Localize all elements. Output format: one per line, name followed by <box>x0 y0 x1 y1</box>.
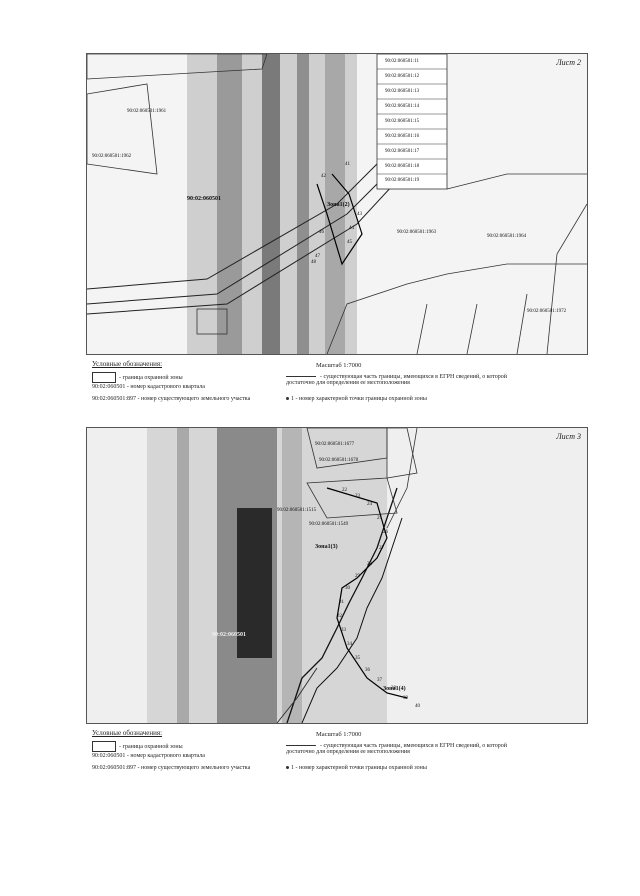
parcel-label: 90:02:060501:1549 <box>309 522 349 527</box>
point-swatch <box>286 766 289 770</box>
scale-label: Масштаб 1:7000 <box>316 362 362 369</box>
egrn-line-swatch <box>286 745 316 747</box>
block-label: 90:02:060501 <box>212 632 246 638</box>
boundary-point: 32 <box>337 614 342 619</box>
parcel-label: 90:02:060501:11 <box>385 59 419 64</box>
legend-item-block: 90:02:060501 - номер кадастрового кварта… <box>92 384 205 390</box>
legend-title: Условные обозначения: <box>92 360 163 368</box>
boundary-point: 39 <box>403 696 408 701</box>
legend-parcel-text: - номер существующего земельного участка <box>137 765 251 771</box>
zone-label: Зона1(4) <box>383 686 406 692</box>
legend-point-sample: 1 <box>291 765 294 771</box>
legend-item-egrn: - существующая часть границы, имеющихся … <box>286 374 526 386</box>
boundary-point: 35 <box>355 656 360 661</box>
sheet-label: Лист 3 <box>556 432 581 441</box>
zone-label: Зона1(3) <box>315 544 338 550</box>
scale-label: Масштаб 1:7000 <box>316 731 362 738</box>
legend-zone-text: - граница охранной зоны <box>119 374 183 381</box>
parcel-label: 90:02:060501:17 <box>385 149 420 154</box>
parcel-label: 90:02:060501:1515 <box>277 508 317 513</box>
boundary-point: 28 <box>367 562 372 567</box>
parcel-label: 90:02:060501:1962 <box>92 154 132 159</box>
legend-item-egrn: - существующая часть границы, имеющихся … <box>286 743 526 755</box>
parcel-label: 90:02:060501:1964 <box>487 234 527 239</box>
legend-block-sample: 90:02:060501 <box>92 384 126 390</box>
boundary-point: 27 <box>379 546 384 551</box>
legend-block-sample: 90:02:060501 <box>92 753 126 759</box>
legend-title: Условные обозначения: <box>92 729 163 737</box>
parcel-label: 90:02:060501:1961 <box>127 109 167 114</box>
zone-swatch <box>92 741 116 752</box>
legend-parcel-sample: 90:02:060501:897 <box>92 765 137 771</box>
parcel-label: 90:02:060501:1972 <box>527 309 567 314</box>
legend-item-zone: - граница охранной зоны <box>92 741 183 752</box>
boundary-point: 31 <box>339 600 344 605</box>
legend-block-text: - номер кадастрового квартала <box>126 753 205 759</box>
legend-item-parcel: 90:02:060501:897 - номер существующего з… <box>92 765 250 771</box>
boundary-point: 22 <box>342 488 347 493</box>
map-sheet-2-drawing <box>87 54 587 354</box>
boundary-point: 44 <box>349 226 354 231</box>
boundary-point: 24 <box>367 502 372 507</box>
egrn-line-swatch <box>286 376 316 378</box>
legend-zone-text: - граница охранной зоны <box>119 743 183 750</box>
parcel-label: 90:02:060501:12 <box>385 74 420 79</box>
parcel-label: 90:02:060501:19 <box>385 178 420 183</box>
legend-item-block: 90:02:060501 - номер кадастрового кварта… <box>92 753 205 759</box>
boundary-point: 23 <box>355 494 360 499</box>
legend-parcel-sample: 90:02:060501:897 <box>92 396 137 402</box>
legend-point-sample: 1 <box>291 396 294 402</box>
legend-block-text: - номер кадастрового квартала <box>126 384 205 390</box>
boundary-point: 40 <box>415 704 420 709</box>
parcel-label: 90:02:060501:1963 <box>397 230 437 235</box>
parcel-label: 90:02:060501:13 <box>385 89 420 94</box>
boundary-point: 38 <box>391 686 396 691</box>
boundary-point: 43 <box>357 212 362 217</box>
boundary-point: 46 <box>319 230 324 235</box>
legend-item-point: 1 - номер характерной точки границы охра… <box>286 765 427 771</box>
legend-egrn-text: - существующая часть границы, имеющихся … <box>286 374 507 386</box>
boundary-point: 30 <box>345 586 350 591</box>
legend-egrn-text: - существующая часть границы, имеющихся … <box>286 743 507 755</box>
parcel-label: 90:02:060501:1677 <box>315 442 355 447</box>
boundary-point: 36 <box>365 668 370 673</box>
legend-sheet-3: Условные обозначения: - граница охранной… <box>86 727 586 777</box>
legend-point-text: - номер характерной точки границы охранн… <box>295 765 427 771</box>
boundary-point: 26 <box>383 530 388 535</box>
point-swatch <box>286 397 289 401</box>
map-sheet-3: 90:02:060501:1677 90:02:060501:1678 90:0… <box>86 427 588 724</box>
zone-swatch <box>92 372 116 383</box>
map-sheet-3-drawing <box>87 428 587 723</box>
boundary-point: 41 <box>345 162 350 167</box>
parcel-label: 90:02:060501:14 <box>385 104 420 109</box>
boundary-point: 33 <box>341 628 346 633</box>
legend-sheet-2: Условные обозначения: - граница охранной… <box>86 358 586 408</box>
boundary-point: 25 <box>377 516 382 521</box>
boundary-point: 45 <box>347 240 352 245</box>
zone-label: Зона1(2) <box>327 202 350 208</box>
boundary-point: 34 <box>347 642 352 647</box>
legend-item-zone: - граница охранной зоны <box>92 372 183 383</box>
parcel-label: 90:02:060501:18 <box>385 164 420 169</box>
legend-point-text: - номер характерной точки границы охранн… <box>295 396 427 402</box>
boundary-point: 37 <box>377 678 382 683</box>
legend-parcel-text: - номер существующего земельного участка <box>137 396 251 402</box>
sheet-label: Лист 2 <box>556 58 581 67</box>
boundary-point: 47 <box>315 254 320 259</box>
boundary-point: 42 <box>321 174 326 179</box>
boundary-point: 48 <box>311 260 316 265</box>
block-label: 90:02:060501 <box>187 196 221 202</box>
parcel-label: 90:02:060501:16 <box>385 134 420 139</box>
legend-item-parcel: 90:02:060501:897 - номер существующего з… <box>92 396 250 402</box>
parcel-label: 90:02:060501:1678 <box>319 458 359 463</box>
legend-item-point: 1 - номер характерной точки границы охра… <box>286 396 427 402</box>
boundary-point: 29 <box>355 574 360 579</box>
parcel-label: 90:02:060501:15 <box>385 119 420 124</box>
map-sheet-2: 90:02:060501:11 90:02:060501:12 90:02:06… <box>86 53 588 355</box>
